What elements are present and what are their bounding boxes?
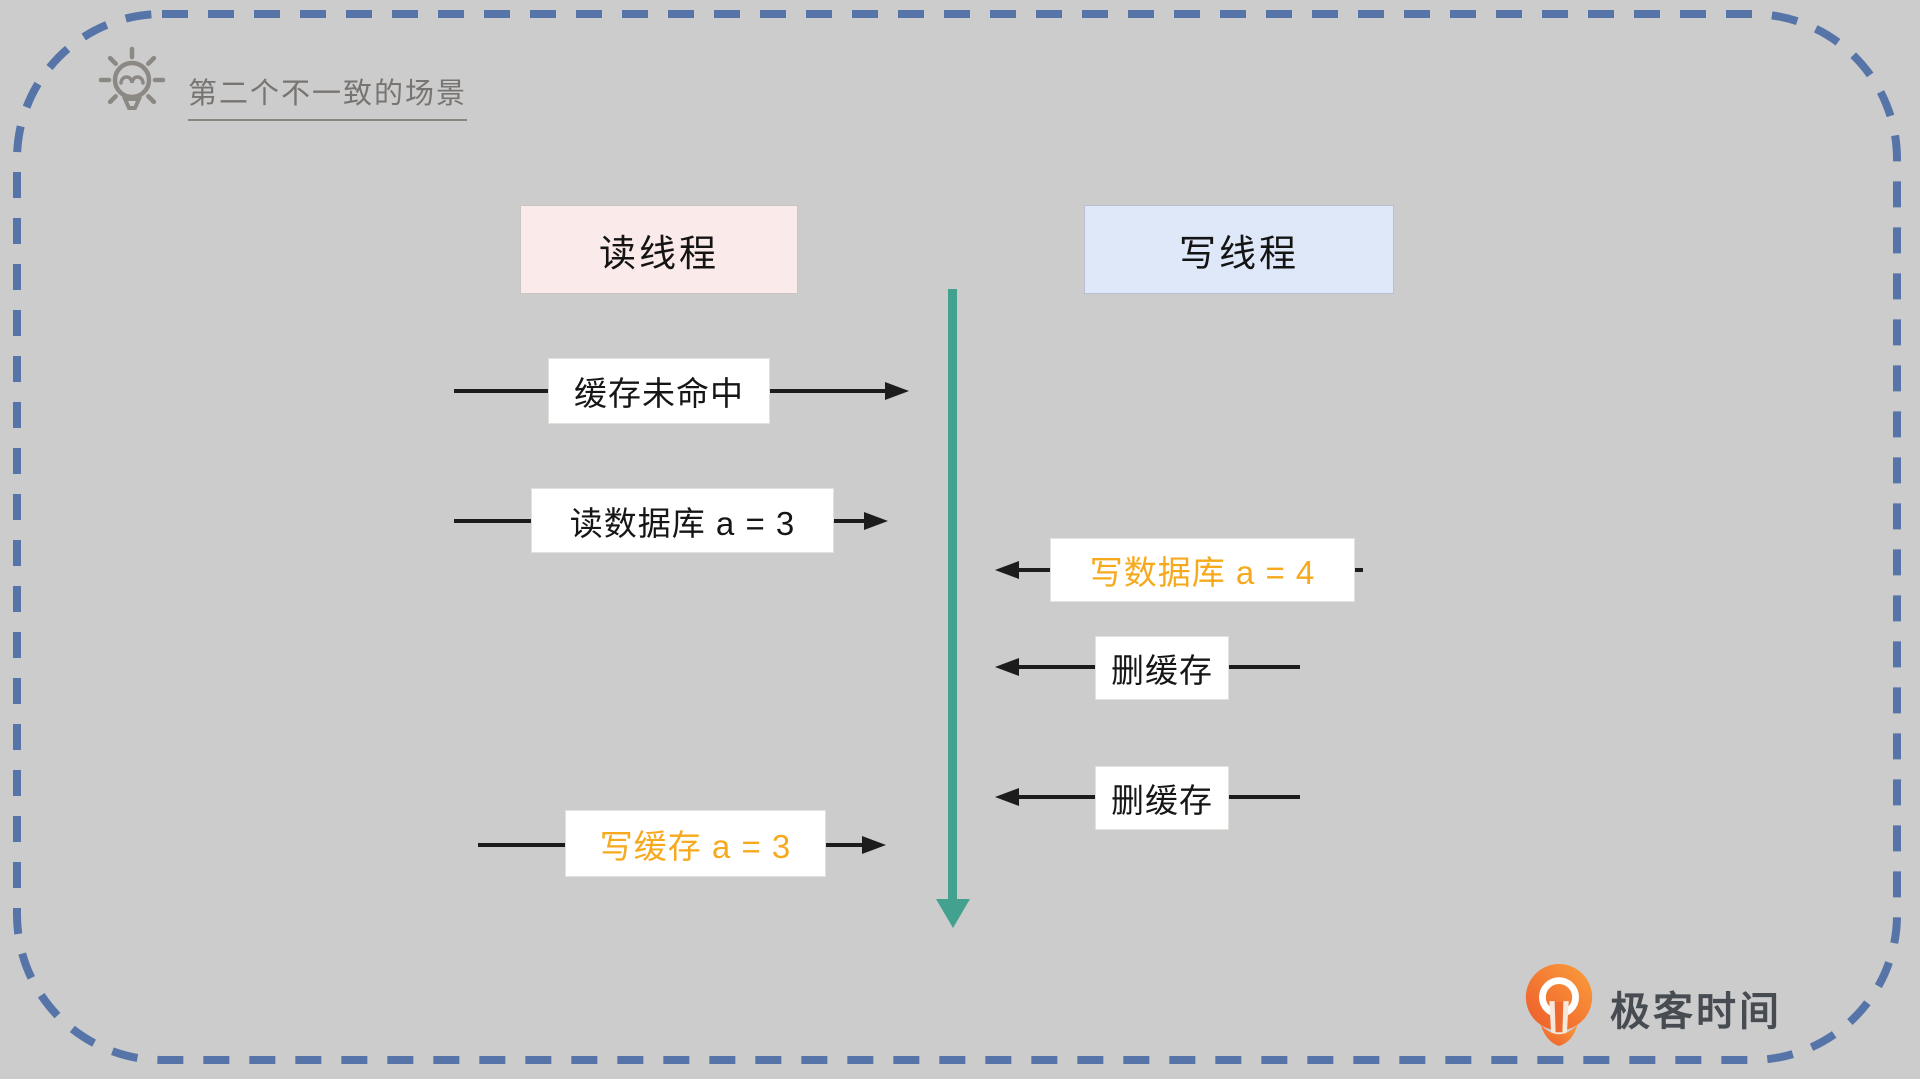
arrow-right-icon [885,382,909,400]
arrow-left-icon [995,658,1019,676]
geektime-pin-icon [1520,962,1598,1053]
arrow-left-icon [995,788,1019,806]
event-label-del-cache-1: 删缓存 [1095,636,1229,700]
page-title: 第二个不一致的场景 [188,70,468,121]
write-thread-label: 写线程 [1179,232,1299,274]
write-thread-box: 写线程 [1084,205,1394,294]
geektime-logo: 极客时间 [1520,962,1782,1053]
timeline-down-arrow [948,289,957,901]
arrow-left-icon [995,561,1019,579]
lightbulb-icon [92,46,172,131]
event-label-read-db: 读数据库 a = 3 [531,488,834,553]
header: 第二个不一致的场景 [92,46,468,131]
arrow-right-icon [864,512,888,530]
read-thread-box: 读线程 [520,205,798,294]
read-thread-label: 读线程 [599,232,719,274]
event-label-write-db: 写数据库 a = 4 [1050,538,1355,602]
event-label-del-cache-2: 删缓存 [1095,766,1229,830]
timeline-arrowhead [936,899,970,928]
event-label-cache-miss: 缓存未命中 [548,358,770,424]
event-label-write-cache: 写缓存 a = 3 [565,810,826,877]
arrow-right-icon [862,836,886,854]
geektime-logo-text: 极客时间 [1610,989,1782,1034]
